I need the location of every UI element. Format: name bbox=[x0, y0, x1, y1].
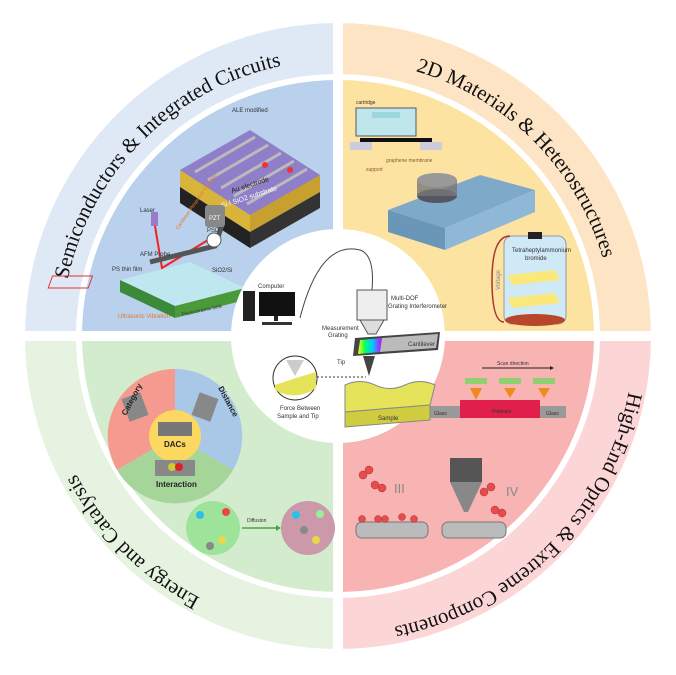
dacs-wheel: DACs Category Distance Interaction bbox=[107, 368, 243, 504]
label-glass-right: Glass bbox=[546, 411, 559, 417]
label-grating: Grating bbox=[328, 333, 348, 339]
label-support: support bbox=[366, 167, 383, 173]
label-sample-and-tip: Sample and Tip bbox=[277, 414, 319, 420]
label-computer: Computer bbox=[258, 284, 284, 290]
label-psd: PSD bbox=[207, 228, 220, 234]
label-voltage: Voltage bbox=[496, 269, 502, 290]
scan-probe-platinum: Scan direction Glass Platinum Glass bbox=[430, 361, 566, 418]
label-tetraheptylammonium: Tetraheptylammonium bbox=[512, 248, 571, 254]
label-cantilever: Cantilever bbox=[408, 342, 435, 348]
label-graphene-membrane: graphene membrane bbox=[386, 158, 433, 164]
grating-interferometer: Multi-DOF Grating Interferometer bbox=[356, 289, 447, 335]
graphene-cartridge: cartridge graphene membrane support bbox=[350, 100, 442, 173]
label-cartridge: cartridge bbox=[356, 100, 376, 106]
label-sample: Sample bbox=[378, 416, 399, 422]
label-platinum: Platinum bbox=[492, 409, 511, 415]
label-laser: Laser bbox=[140, 208, 155, 214]
atom-deposition: III IV bbox=[355, 458, 519, 539]
friction-stir-block bbox=[388, 173, 535, 250]
diffusion-illustration: Diffusion bbox=[186, 501, 335, 555]
cantilever: Cantilever Measurement Grating Tip bbox=[322, 326, 440, 376]
label-scan-direction: Scan direction bbox=[497, 361, 529, 367]
label-interaction: Interaction bbox=[156, 480, 197, 489]
label-force-between: Force Between bbox=[280, 406, 320, 412]
ale-electrode-device: ALE modified Au electrode Si / SiO2 subs… bbox=[180, 108, 320, 248]
computer-icon: Computer bbox=[243, 284, 295, 325]
label-ps-thin-film: PS thin film bbox=[112, 267, 142, 273]
label-iv: IV bbox=[506, 484, 519, 499]
label-dacs: DACs bbox=[164, 440, 186, 449]
label-sio2-si: SiO2/Si bbox=[212, 268, 232, 274]
label-measurement: Measurement bbox=[322, 326, 359, 332]
label-ultrasonic-vibration: Ultrasonic Vibration bbox=[118, 314, 170, 320]
label-grating-interferometer: Grating Interferometer bbox=[388, 304, 447, 310]
label-ale-modified: ALE modified bbox=[232, 108, 268, 114]
label-bromide: bromide bbox=[525, 256, 547, 262]
afm-setup: Laser PZT PSD AFM Probe PS thin film SiO… bbox=[47, 172, 245, 320]
label-multi-dof: Multi-DOF bbox=[391, 296, 419, 302]
force-magnifier: Force Between Sample and Tip bbox=[272, 355, 366, 420]
label-glass-left: Glass bbox=[434, 411, 447, 417]
sample: Sample bbox=[344, 381, 436, 428]
label-pzt: PZT bbox=[209, 216, 221, 222]
label-afm-probe: AFM Probe bbox=[140, 252, 171, 258]
label-tip: Tip bbox=[337, 360, 346, 366]
cable bbox=[299, 248, 373, 319]
electrochemical-cell: Tetraheptylammonium bromide Voltage bbox=[491, 232, 571, 326]
label-diffusion: Diffusion bbox=[247, 518, 267, 524]
label-iii: III bbox=[394, 481, 405, 496]
